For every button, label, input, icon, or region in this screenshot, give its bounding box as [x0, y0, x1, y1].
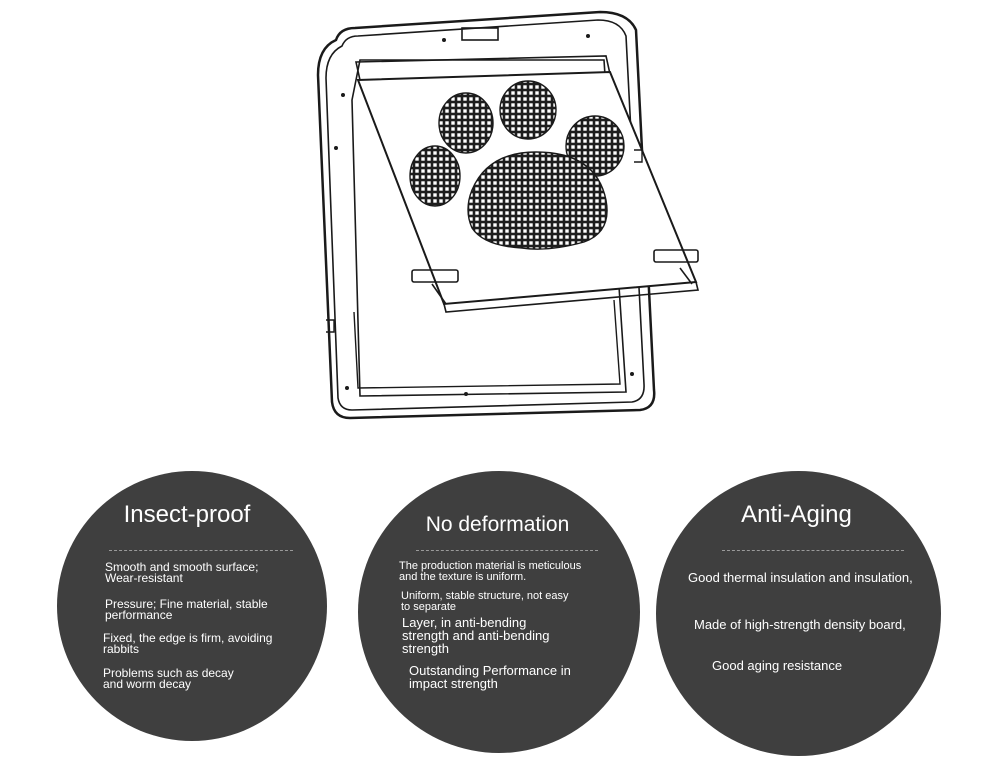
feature-line: Made of high-strength density board, — [694, 617, 906, 632]
feature-line: Good aging resistance — [712, 658, 843, 673]
feature-line: Layer, in anti-bending — [402, 615, 527, 630]
feature-circle-insect-proof: Insect-proof Smooth and smooth surface; … — [57, 471, 327, 741]
feature-line: Outstanding Performance in — [409, 663, 571, 678]
dashed-divider — [722, 550, 904, 551]
feature-line: to separate — [401, 601, 457, 613]
feature-line: Wear-resistant — [105, 571, 183, 585]
feature-line: impact strength — [409, 676, 498, 691]
feature-line: Fixed, the edge is firm, avoiding — [103, 631, 273, 645]
feature-line: and worm decay — [103, 677, 192, 691]
feature-line: Smooth and smooth surface; — [105, 560, 259, 574]
feature-circle-anti-aging: Anti-Aging Good thermal insulation and i… — [656, 471, 941, 756]
feature-title: No deformation — [425, 513, 570, 536]
feature-circle-no-deformation: No deformation The production material i… — [358, 471, 640, 753]
feature-line: strength — [402, 641, 449, 656]
feature-line: Uniform, stable structure, not easy — [401, 590, 569, 602]
feature-line: Pressure; Fine material, stable — [105, 597, 268, 611]
feature-line: and the texture is uniform. — [399, 571, 527, 583]
pet-door-illustration — [316, 10, 700, 420]
feature-line: Problems such as decay — [103, 666, 234, 680]
feature-title: Insect-proof — [123, 501, 251, 528]
feature-line: strength and anti-bending — [402, 628, 550, 643]
feature-line: rabbits — [103, 642, 140, 656]
feature-line: The production material is meticulous — [399, 560, 582, 572]
dashed-divider — [416, 550, 598, 551]
dashed-divider — [109, 550, 293, 551]
feature-line: Good thermal insulation and insulation, — [688, 570, 913, 585]
feature-line: performance — [105, 608, 173, 622]
feature-title: Anti-Aging — [741, 501, 852, 528]
